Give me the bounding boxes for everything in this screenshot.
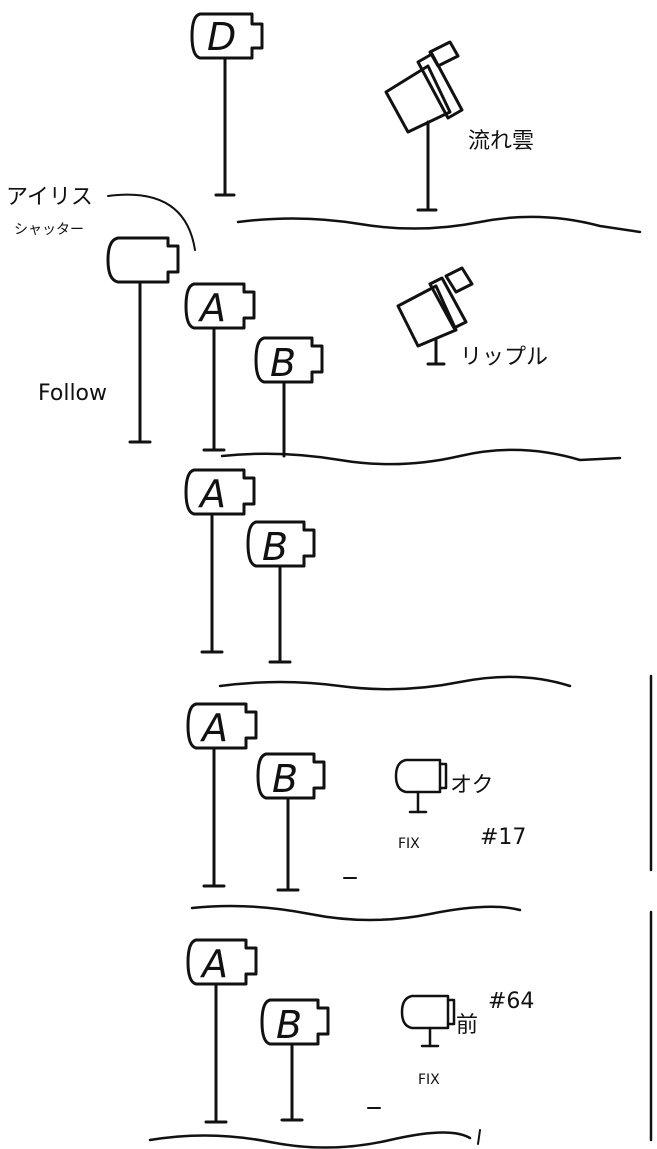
floor-line-2	[220, 448, 622, 466]
fix-label-4: FIX	[398, 836, 420, 852]
camera-a-frame-5: A	[186, 938, 258, 1124]
iris-arc	[107, 193, 196, 251]
camera-follow	[106, 236, 180, 444]
camera-d: D	[190, 12, 264, 197]
camera-b-frame-5: B	[260, 998, 330, 1122]
light-label-2: リップル	[460, 345, 548, 370]
follow-label: Follow	[38, 381, 107, 406]
camera-b-frame-2: B	[254, 336, 324, 458]
tick-mark-5b	[477, 1129, 481, 1145]
floor-line-5	[148, 1131, 472, 1149]
spot-light-4	[394, 758, 448, 814]
camera-letter-d: D	[207, 15, 236, 59]
floor-line-4	[190, 904, 522, 922]
spot-label-4: オク	[450, 773, 494, 798]
camera-letter-a-5: A	[199, 942, 228, 986]
camera-b-frame-3: B	[246, 520, 316, 664]
camera-letter-b-3: B	[262, 525, 288, 569]
camera-letter-b-2: B	[270, 341, 296, 385]
light-stand-1	[384, 40, 464, 212]
ceiling-line-4	[218, 675, 572, 691]
shot-number-4: #17	[480, 825, 526, 850]
camera-a-frame-2: A	[184, 282, 256, 452]
camera-letter-a-2: A	[197, 286, 226, 330]
spot-light-5	[400, 994, 456, 1048]
camera-letter-b-5: B	[276, 1003, 302, 1047]
camera-b-frame-4: B	[256, 752, 326, 892]
shot-number-5: #64	[488, 989, 534, 1014]
light-label-1: 流れ雲	[468, 129, 534, 154]
iris-note: アイリス	[6, 185, 93, 210]
camera-letter-a-4: A	[199, 706, 228, 750]
camera-a-frame-4: A	[186, 702, 258, 888]
floor-line-1	[236, 215, 642, 234]
fix-label-5: FIX	[418, 1072, 440, 1088]
light-stand-2	[396, 266, 474, 366]
camera-a-frame-3: A	[184, 468, 256, 654]
shutter-note: シャッター	[14, 222, 84, 238]
camera-letter-a-3: A	[197, 472, 226, 516]
camera-letter-b-4: B	[272, 757, 298, 801]
spot-label-5: 前	[456, 1013, 478, 1038]
